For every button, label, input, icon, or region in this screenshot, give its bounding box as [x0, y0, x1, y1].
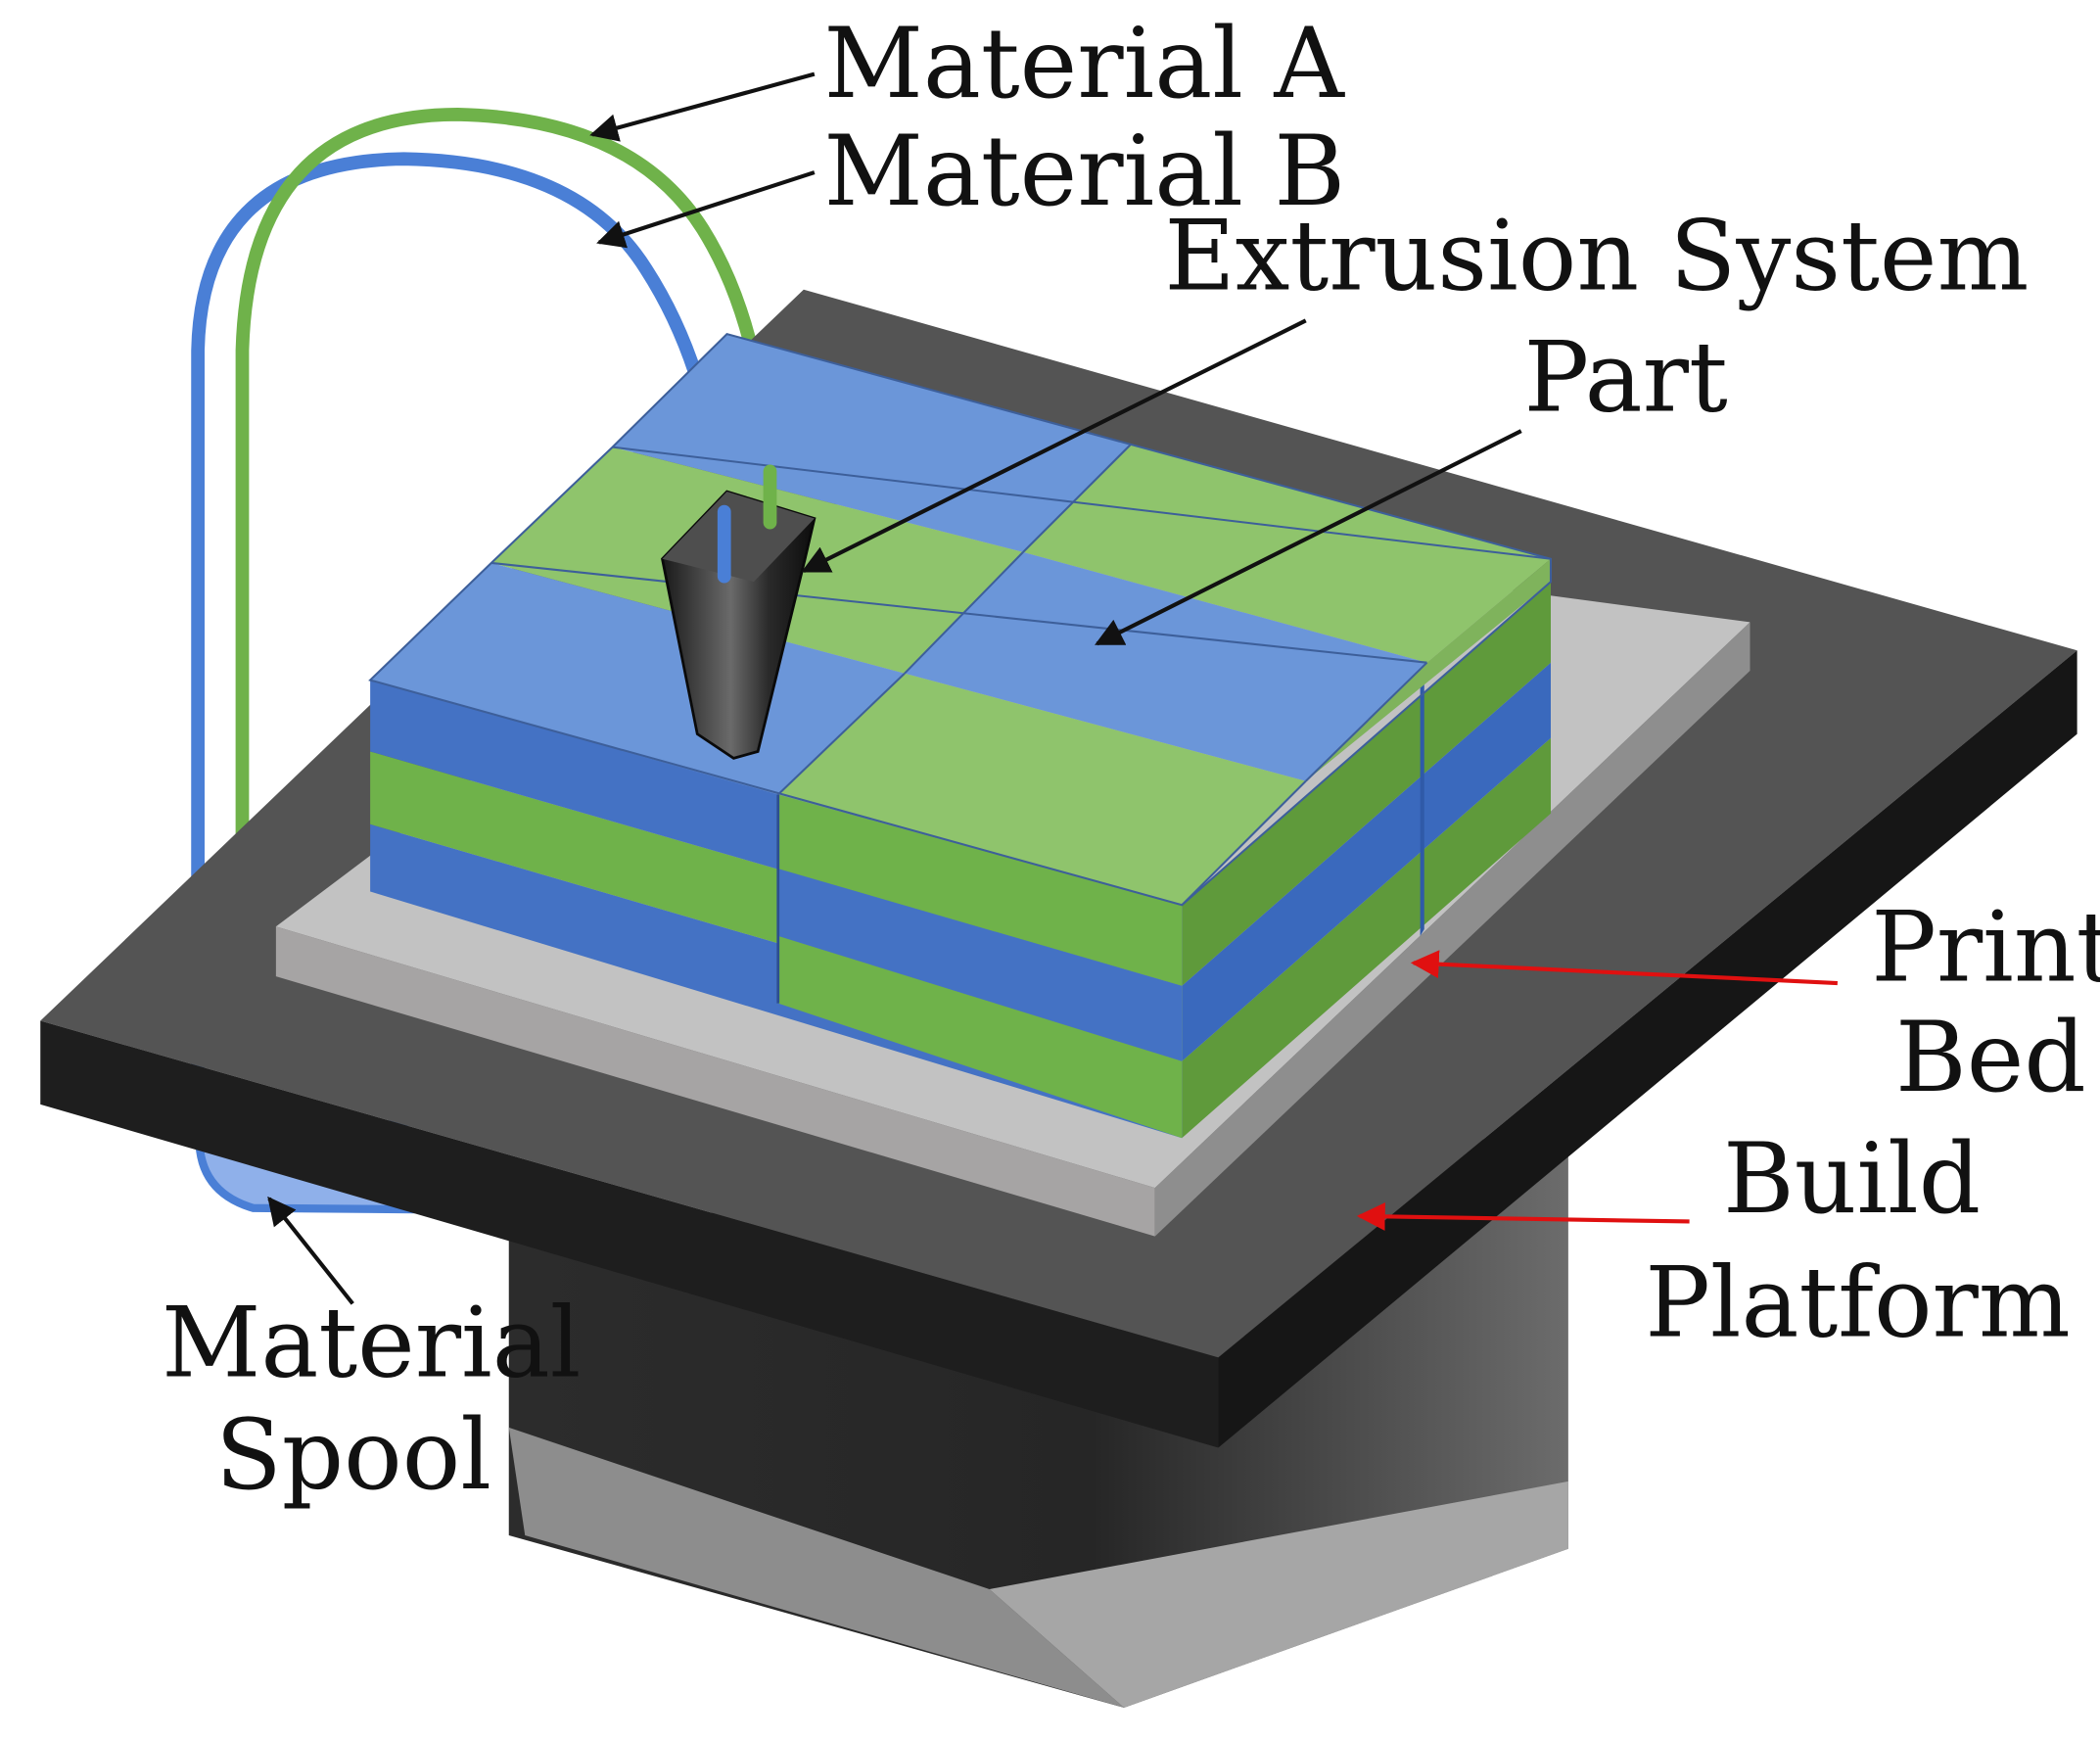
part-front-block-c	[777, 794, 1183, 986]
label-platform: Platform	[1645, 1246, 2070, 1359]
label-print: Print	[1871, 891, 2100, 1004]
build-platform-front	[40, 1020, 1219, 1448]
label-spool: Spool	[215, 1399, 491, 1512]
part-top-cell-5	[370, 562, 905, 795]
part-top-cell-4	[905, 551, 1427, 781]
part-top-cell-6	[777, 673, 1306, 906]
print-bed-side	[1154, 622, 1750, 1237]
part-side-layer-2	[1182, 662, 1551, 1061]
pointer-print-bed	[1410, 950, 1838, 986]
printer-base-foot	[508, 1427, 1125, 1708]
part-top-edge-right	[1182, 558, 1551, 906]
label-material: Material	[162, 1288, 581, 1400]
label-material-a: Material A	[824, 8, 1346, 120]
part-front-block-a	[777, 935, 1183, 1139]
part-side-layer-1	[1182, 737, 1551, 1139]
printer-base-foot-right	[989, 1481, 1568, 1708]
print-bed-front	[275, 926, 1155, 1237]
pointer-material-spool	[267, 1196, 354, 1305]
part-front-block-b	[777, 869, 1183, 1061]
part-top-cell-1	[612, 334, 1131, 552]
label-extrusion-system: Extrusion System	[1164, 201, 2029, 313]
label-part: Part	[1524, 321, 1728, 434]
part-side-layer-3	[1182, 582, 1551, 986]
label-material-b: Material B	[824, 116, 1346, 228]
pointer-material-a	[589, 71, 816, 142]
build-platform-side	[1218, 650, 2077, 1448]
pointer-material-b	[596, 170, 816, 249]
pointer-part	[1095, 429, 1522, 646]
pointer-extrusion-system	[801, 318, 1307, 574]
label-build: Build	[1723, 1123, 1981, 1236]
pointer-build-platform	[1356, 1201, 1690, 1231]
part-top-cell-3	[1023, 444, 1551, 663]
part-side-divider	[1420, 666, 1424, 936]
label-bed: Bed	[1895, 1002, 2086, 1114]
